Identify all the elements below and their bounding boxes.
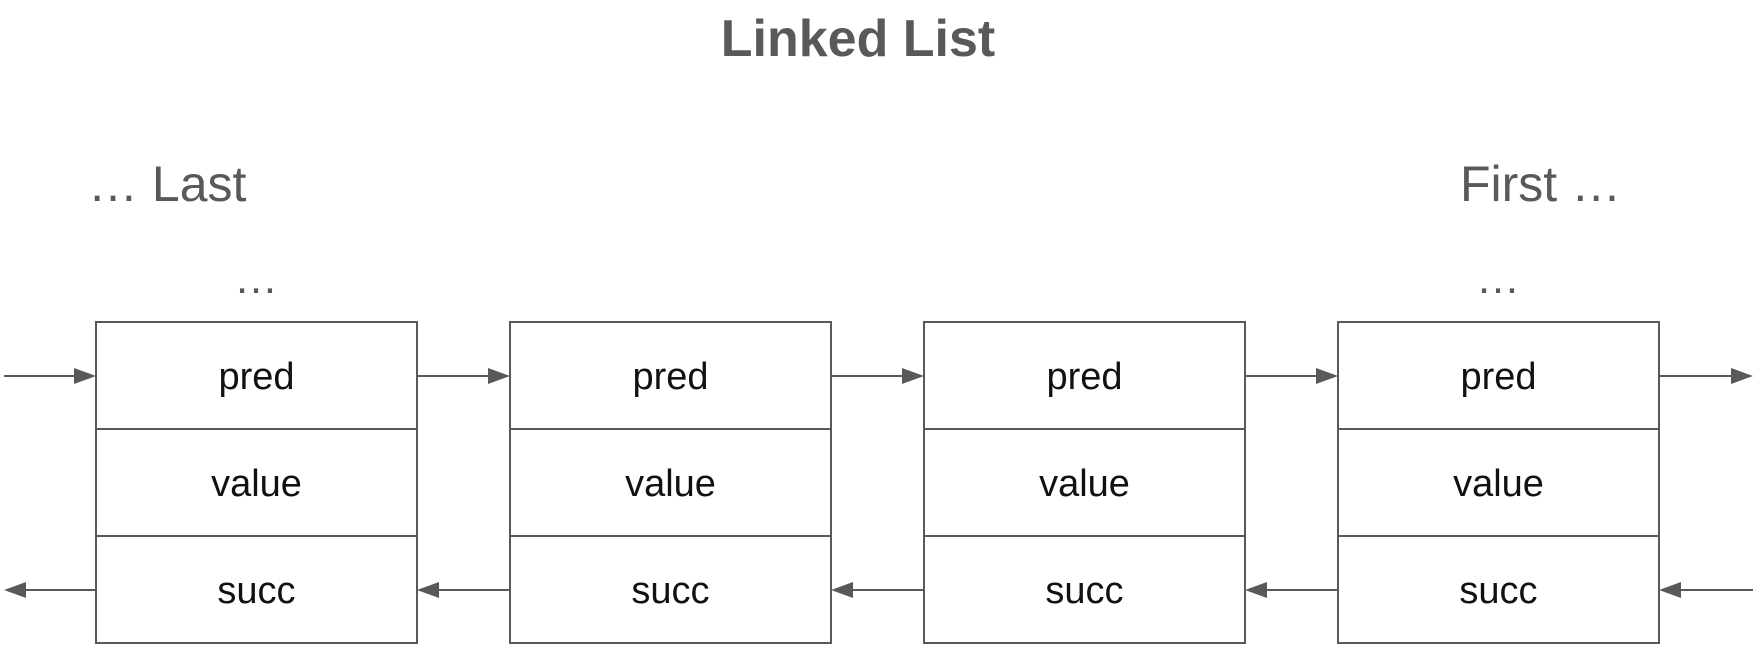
succ-arrow (417, 582, 510, 598)
succ-arrow (1659, 582, 1753, 598)
pred-arrow (417, 368, 510, 384)
list-node: pred value succ (95, 321, 418, 644)
succ-arrow (831, 582, 924, 598)
first-end-label: First … (1460, 156, 1621, 212)
node-succ-label: succ (1459, 570, 1537, 612)
list-node: pred value succ (1337, 321, 1660, 644)
succ-arrow (1245, 582, 1338, 598)
node-value-cell (509, 428, 832, 537)
node-succ-label: succ (1045, 570, 1123, 612)
node-value-label: value (625, 463, 716, 505)
list-node: pred value succ (923, 321, 1246, 644)
arrow-left-icon (1245, 582, 1267, 598)
first-node-ellipsis: … (1476, 254, 1520, 303)
node-pred-label: pred (1046, 356, 1122, 398)
arrow-right-icon (488, 368, 510, 384)
arrow-right-icon (74, 368, 96, 384)
pred-arrow (831, 368, 924, 384)
pred-arrow (1659, 368, 1753, 384)
node-pred-label: pred (1460, 356, 1536, 398)
node-pred-cell (509, 321, 832, 430)
arrow-left-icon (831, 582, 853, 598)
list-node: pred value succ (509, 321, 832, 644)
arrow-left-icon (1659, 582, 1681, 598)
node-value-label: value (211, 463, 302, 505)
node-pred-cell (1337, 321, 1660, 430)
node-succ-label: succ (217, 570, 295, 612)
arrow-left-icon (417, 582, 439, 598)
node-value-label: value (1039, 463, 1130, 505)
node-value-label: value (1453, 463, 1544, 505)
node-value-cell (923, 428, 1246, 537)
node-succ-cell (95, 535, 418, 644)
diagram-title: Linked List (721, 10, 995, 68)
succ-arrow (4, 582, 96, 598)
node-value-cell (95, 428, 418, 537)
arrow-right-icon (1316, 368, 1338, 384)
arrow-left-icon (4, 582, 26, 598)
arrow-right-icon (902, 368, 924, 384)
node-succ-cell (1337, 535, 1660, 644)
last-end-label: … Last (88, 156, 247, 212)
node-succ-label: succ (631, 570, 709, 612)
node-value-cell (1337, 428, 1660, 537)
pred-arrow (4, 368, 96, 384)
last-node-ellipsis: … (234, 254, 278, 303)
node-succ-cell (509, 535, 832, 644)
pred-arrow (1245, 368, 1338, 384)
node-pred-label: pred (632, 356, 708, 398)
node-pred-cell (95, 321, 418, 430)
node-pred-label: pred (218, 356, 294, 398)
arrow-right-icon (1731, 368, 1753, 384)
